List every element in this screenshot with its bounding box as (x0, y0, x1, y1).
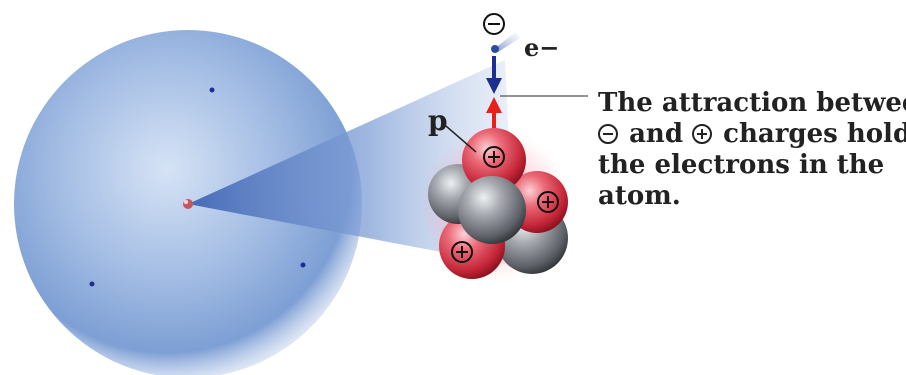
nucleus-small (183, 199, 193, 209)
caption-line-1: The attraction between (598, 88, 898, 119)
electron-dot (210, 88, 215, 93)
electron-label: e− (524, 33, 559, 62)
minus-circle-icon (598, 124, 618, 144)
minus-circle-icon (484, 14, 504, 34)
caption-line-3: the electrons in the (598, 150, 898, 181)
plus-circle-icon (692, 124, 712, 144)
electron-dot (90, 282, 95, 287)
caption-and: and (629, 119, 683, 149)
neutron (458, 176, 526, 244)
electron (491, 32, 520, 53)
proton-label: p (428, 104, 448, 137)
caption-line-4: atom. (598, 181, 898, 212)
caption-line-2: and charges holds (598, 119, 898, 150)
attraction-caption: The attraction between and charges holds… (598, 88, 898, 212)
caption-charges-holds: charges holds (723, 119, 906, 149)
electron-dot (301, 263, 306, 268)
